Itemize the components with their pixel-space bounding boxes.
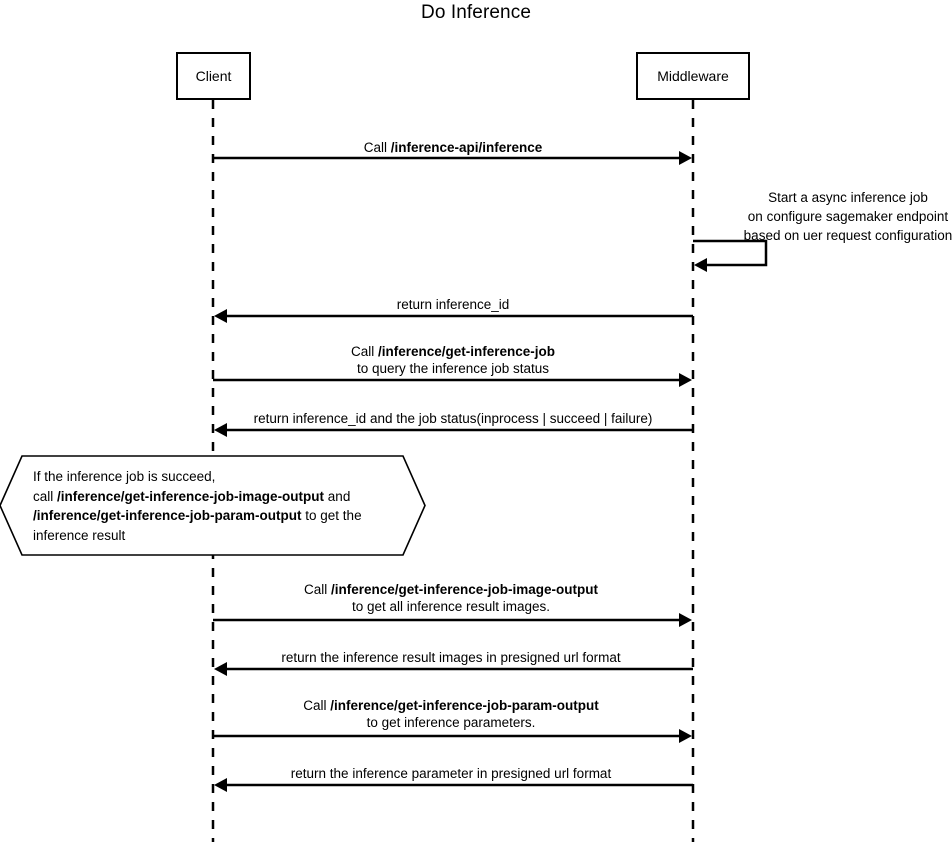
message-label-call-image-output: Call /inference/get-inference-job-image-… [0,581,952,615]
label-text: to get all inference result images. [351,599,551,614]
arrowhead-return-job-status [214,423,227,437]
note-shape-note-if-succeed [0,455,426,556]
label-emphasis: /inference/get-inference-job-param-outpu… [330,698,599,713]
label-emphasis: /inference-api/inference [390,140,543,155]
page-title: Do Inference [421,2,531,23]
participant-label: Client [195,68,232,84]
note-line: If the inference job is succeed, [33,467,362,487]
message-label-return-param-output: return the inference parameter in presig… [0,765,952,782]
label-text: call [33,488,58,504]
label-text: to get the [301,508,362,523]
message-label-line: return the inference result images in pr… [281,649,620,666]
message-label-inner: Call /inference/get-inference-job-image-… [304,581,598,615]
label-text: return inference_id and the job status(i… [253,411,653,426]
message-label-line: based on uer request configuration [744,226,952,245]
label-text: on configure sagemaker endpoint [747,209,949,224]
message-label-line: return inference_id [397,296,510,313]
note-line: /inference/get-inference-job-param-outpu… [33,506,362,526]
message-label-line: to get all inference result images. [304,598,598,615]
label-emphasis: /inference/get-inference-job [377,344,556,359]
note-line: inference result [33,526,362,546]
self-message-line-self-start-async-job [693,239,768,267]
message-label-inner: return inference_id and the job status(i… [254,410,653,427]
note-line: call /inference/get-inference-job-image-… [33,487,362,507]
arrowhead-call-param-output [679,729,692,743]
label-text: If the inference job is succeed, [33,469,216,484]
message-label-inner: return the inference parameter in presig… [291,765,611,782]
arrowhead-self-start-async-job [694,258,707,272]
message-label-line: on configure sagemaker endpoint [744,207,952,226]
message-label-inner: Call /inference-api/inference [364,139,543,156]
label-text: based on uer request configuration [743,228,952,243]
note-body-note-if-succeed: If the inference job is succeed, call /i… [33,467,362,545]
participant-label: Middleware [657,68,729,84]
participant-box-client[interactable]: Client [176,52,251,100]
message-label-line: Call /inference-api/inference [364,139,543,156]
message-label-line: Call /inference/get-inference-job [351,343,555,360]
label-text: Start a async inference job [768,190,928,205]
label-text: return inference_id [396,297,510,312]
participant-box-middleware[interactable]: Middleware [636,52,750,100]
message-label-line: Call /inference/get-inference-job-param-… [303,697,599,714]
message-label-return-image-output: return the inference result images in pr… [0,649,952,666]
label-text: and [324,488,351,504]
message-label-inner: return the inference result images in pr… [281,649,620,666]
label-emphasis: /inference/get-inference-job-image-outpu… [57,488,325,504]
label-text: Call [350,344,378,359]
arrowhead-call-image-output [679,613,692,627]
label-text: inference result [33,527,126,543]
label-text: to query the inference job status [356,361,550,376]
message-label-return-inference-id: return inference_id [0,296,952,313]
label-text: return the inference result images in pr… [281,650,621,665]
message-label-line: return the inference parameter in presig… [291,765,611,782]
message-label-call-param-output: Call /inference/get-inference-job-param-… [0,697,952,731]
message-label-line: Start a async inference job [744,188,952,207]
message-label-inner: Call /inference/get-inference-job-param-… [303,697,599,731]
arrowhead-return-param-output [214,778,227,792]
message-label-inner: Start a async inference job on configure … [744,188,952,245]
arrowhead-return-image-output [214,662,227,676]
label-text: Call [303,698,331,713]
label-text: Call [363,140,391,155]
label-text: return the inference parameter in presig… [290,766,612,781]
arrowhead-call-get-inference-job [679,373,692,387]
message-label-line: to get inference parameters. [303,714,599,731]
message-label-self-start-async-job: Start a async inference job on configure … [0,188,952,245]
message-label-line: return inference_id and the job status(i… [254,410,653,427]
label-text: to get inference parameters. [366,715,536,730]
message-label-return-job-status: return inference_id and the job status(i… [0,410,952,427]
arrowhead-call-inference-api [679,151,692,165]
message-label-line: to query the inference job status [351,360,555,377]
message-label-line: Call /inference/get-inference-job-image-… [304,581,598,598]
label-text: Call [303,582,331,597]
message-label-inner: return inference_id [397,296,510,313]
message-label-call-inference-api: Call /inference-api/inference [0,139,952,156]
label-emphasis: /inference/get-inference-job-image-outpu… [330,582,599,597]
label-emphasis: /inference/get-inference-job-param-outpu… [33,508,302,523]
arrowhead-return-inference-id [214,309,227,323]
